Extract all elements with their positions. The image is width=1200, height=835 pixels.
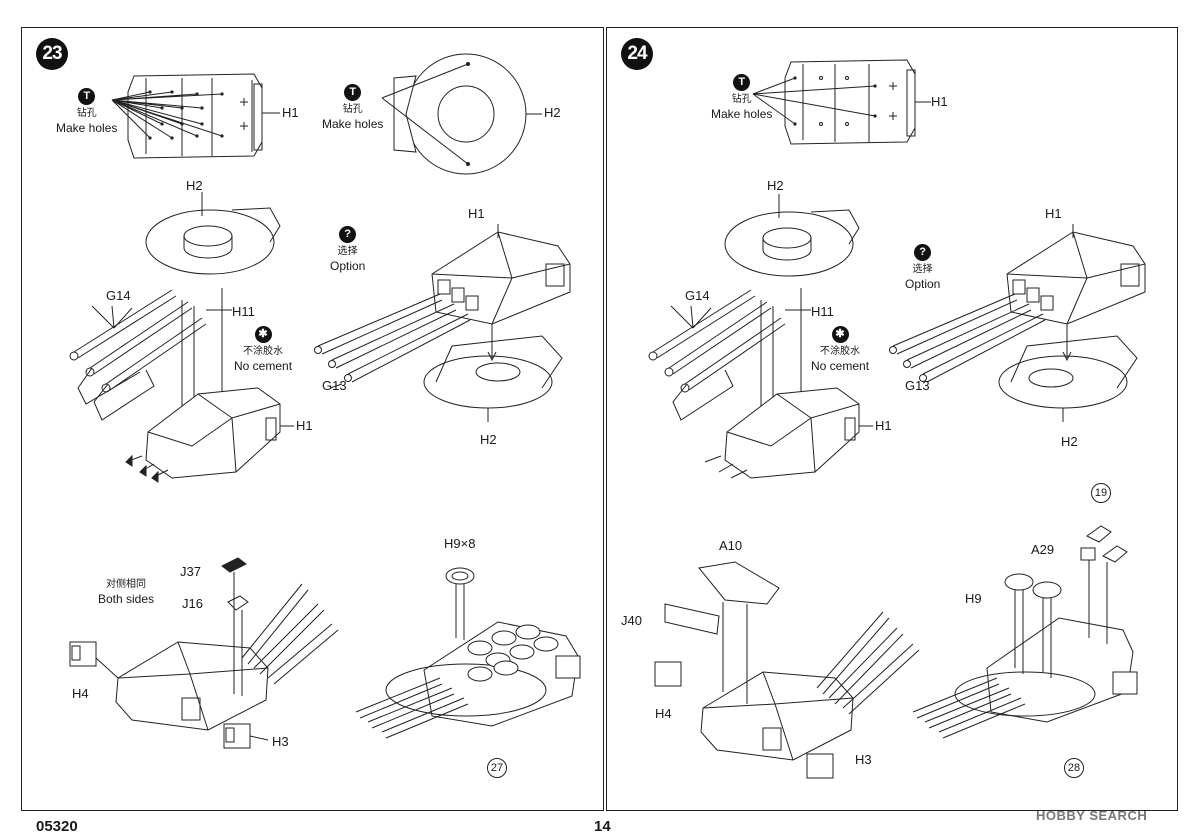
part-label-g13: G13 [322,378,347,393]
reference-callout-19: 19 [1091,483,1111,503]
part-label-j16: J16 [182,596,203,611]
part-label-a29: A29 [1031,542,1055,557]
part-label-j37: J37 [180,564,201,579]
barbette-disc [146,192,280,274]
question-icon: ? [339,226,357,243]
part-label-h4: H4 [72,686,89,701]
drill-icon: T [78,88,96,105]
no-glue-icon: ✱ [254,326,272,343]
part-label-h1: H1 [468,206,485,221]
step-24-illustration [607,28,1179,812]
part-label-h1: H1 [875,418,892,433]
part-label-h1: H1 [931,94,948,109]
step-number-badge: 24 [621,38,653,70]
make-holes-note-2: T 钻孔 Make holes [322,84,384,131]
part-label-g14: G14 [106,288,131,303]
no-cement-note: ✱ 不涂胶水 No cement [811,326,870,373]
part-label-h1: H1 [1045,206,1062,221]
step-24-panel: 24 [606,27,1178,811]
turret-lower-shell [705,388,873,478]
question-icon: ? [914,244,932,261]
part-label-g13: G13 [905,378,930,393]
drill-icon: T [344,84,362,101]
part-label-h4: H4 [655,706,672,721]
barbette-disc-plan [382,54,542,174]
make-holes-note: T 钻孔 Make holes [56,88,118,135]
kit-code: 05320 [36,818,78,835]
part-label-h2: H2 [767,178,784,193]
page-number: 14 [594,818,611,835]
part-label-h2: H2 [186,178,203,193]
reference-step-number: 28 [1064,758,1084,778]
no-cement-note: ✱ 不涂胶水 No cement [234,326,293,373]
part-label-h1: H1 [296,418,313,433]
option-note: ? 选择 Option [905,244,941,291]
gun-barrels-g14 [649,290,785,420]
part-label-h11: H11 [232,304,255,319]
turret-assembled-option [890,224,1146,422]
barbette-disc [725,194,859,276]
both-sides-note: 对侧相同 Both sides [98,579,155,606]
part-label-h3: H3 [855,752,872,767]
part-label-a10: A10 [719,538,743,553]
part-label-g14: G14 [685,288,710,303]
step-number-badge: 23 [36,38,68,70]
gun-barrels-g14 [70,290,206,420]
part-label-h1: H1 [282,105,299,120]
part-label-h2: H2 [1061,434,1078,449]
part-label-h9: H9 [965,591,982,606]
turret-lower-shell [126,388,294,482]
turret-with-rangefinders [70,558,338,748]
turret-with-vents [356,568,580,738]
step-23-panel: 23 [21,27,604,811]
watermark: HOBBY SEARCH [1036,808,1148,823]
part-label-h11: H11 [811,304,834,319]
reference-step-number: 27 [487,758,507,778]
part-label-j40: J40 [621,613,642,628]
turret-with-vents [913,526,1137,738]
part-label-h9x8: H9×8 [444,536,476,551]
drill-icon: T [733,74,751,91]
make-holes-note: T 钻孔 Make holes [711,74,773,121]
turret-roof-plan [112,74,280,158]
part-label-h2: H2 [480,432,497,447]
turret-roof-plan [753,60,931,144]
step-23-illustration [22,28,605,812]
no-glue-icon: ✱ [831,326,849,343]
part-label-h3: H3 [272,734,289,749]
option-note: ? 选择 Option [330,226,366,273]
turret-with-cover-a10 [655,562,919,778]
turret-assembled-option [315,224,571,422]
part-label-h2: H2 [544,105,561,120]
